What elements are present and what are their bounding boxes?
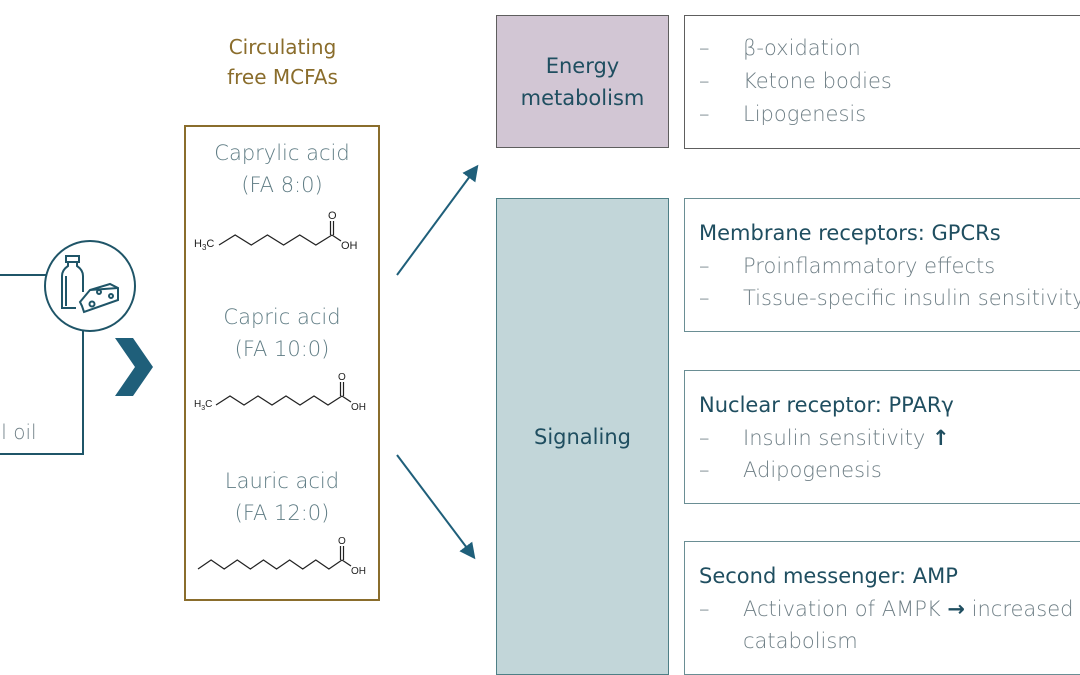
item-text: Tissue-specific insulin sensitivity xyxy=(743,286,1080,310)
energy-metabolism-box: Energy metabolism xyxy=(496,15,669,148)
svg-text:O: O xyxy=(338,372,346,383)
arrow-right-icon: → xyxy=(947,597,965,621)
dash: – xyxy=(699,36,710,60)
svg-text:OH: OH xyxy=(341,240,358,252)
acid-name: Caprylic acid xyxy=(214,141,350,165)
item-text: Proinflammatory effects xyxy=(743,254,996,278)
arrow-to-signaling xyxy=(396,454,476,560)
dash: – xyxy=(699,254,710,278)
svg-text:OH: OH xyxy=(351,566,366,577)
capric-acid-label: Capric acid (FA 10:0) xyxy=(186,301,378,365)
nuclear-receptor-box: Nuclear receptor: PPARγ – Insulin sensiti… xyxy=(684,370,1080,504)
energy-label-line2: metabolism xyxy=(520,85,645,110)
source-text-line2: el oil xyxy=(0,420,37,444)
item-text: Ketone bodies xyxy=(743,69,892,93)
detail-item: – Tissue-specific insulin sensitivity xyxy=(699,286,1080,310)
item-text: β-oxidation xyxy=(743,36,861,60)
acid-name: Lauric acid xyxy=(224,469,340,493)
detail-item: – β-oxidation xyxy=(699,36,861,60)
chevron-right-icon xyxy=(115,338,155,400)
item-text: Insulin sensitivity xyxy=(743,426,926,450)
signaling-label: Signaling xyxy=(534,424,631,449)
dash: – xyxy=(699,597,710,621)
detail-item: – Lipogenesis xyxy=(699,102,866,126)
detail-item: – Activation of AMPK → increased xyxy=(699,597,1073,621)
detail-item-continuation: catabolism xyxy=(743,629,858,653)
circulating-mcfas-title: Circulating free MCFAs xyxy=(185,32,380,92)
item-text: Adipogenesis xyxy=(743,458,882,482)
energy-label-line1: Energy xyxy=(545,53,620,78)
dash: – xyxy=(699,102,710,126)
svg-text:O: O xyxy=(338,536,346,547)
dash: – xyxy=(699,458,710,482)
dash: – xyxy=(699,286,710,310)
circulating-title-line2: free MCFAs xyxy=(227,65,338,89)
energy-details-box: – β-oxidation – Ketone bodies – Lipogenesis xyxy=(684,15,1080,149)
detail-item: – Insulin sensitivity ↑ xyxy=(699,426,950,450)
dash: – xyxy=(699,69,710,93)
arrow-to-energy xyxy=(396,164,479,276)
caprylic-acid-structure: H3C O OH xyxy=(194,210,358,252)
hydroxyl-bond xyxy=(341,395,352,403)
fatty-acids-box: Caprylic acid (FA 8:0) H3C O OH Capric a… xyxy=(184,125,380,601)
acid-name: Capric acid xyxy=(223,305,341,329)
milk-bottle-and-cheese-icon xyxy=(44,240,136,332)
item-text: Activation of AMPK xyxy=(743,597,941,621)
acid-notation: (FA 10:0) xyxy=(234,337,330,361)
detail-item: – Ketone bodies xyxy=(699,69,892,93)
second-messenger-title: Second messenger: AMP xyxy=(699,564,958,588)
membrane-receptors-title: Membrane receptors: GPCRs xyxy=(699,221,1001,245)
svg-text:H3C: H3C xyxy=(194,399,212,412)
svg-text:O: O xyxy=(328,210,337,222)
circulating-title-line1: Circulating xyxy=(228,35,337,59)
detail-item: – Adipogenesis xyxy=(699,458,882,482)
svg-text:OH: OH xyxy=(351,402,366,413)
item-text: Lipogenesis xyxy=(743,102,867,126)
pathway-arrows xyxy=(396,164,479,560)
svg-text:H3C: H3C xyxy=(194,238,214,252)
dash: – xyxy=(699,426,710,450)
item-text: increased xyxy=(971,597,1074,621)
lauric-acid-label: Lauric acid (FA 12:0) xyxy=(186,465,378,529)
hydroxyl-bond xyxy=(341,559,352,567)
acid-notation: (FA 8:0) xyxy=(241,173,323,197)
capric-acid-structure: H3C O OH xyxy=(194,372,366,413)
second-messenger-box: Second messenger: AMP – Activation of AMP… xyxy=(684,541,1080,675)
lauric-acid-structure: O OH xyxy=(197,536,366,577)
hydroxyl-bond xyxy=(331,234,342,242)
dietary-source-box: l el oil xyxy=(0,274,84,455)
detail-item: – Proinflammatory effects xyxy=(699,254,995,278)
nuclear-receptor-title: Nuclear receptor: PPARγ xyxy=(699,393,954,417)
acid-notation: (FA 12:0) xyxy=(234,501,330,525)
arrow-up-icon: ↑ xyxy=(932,426,950,450)
caprylic-acid-label: Caprylic acid (FA 8:0) xyxy=(186,137,378,201)
signaling-box: Signaling xyxy=(496,198,669,675)
membrane-receptors-box: Membrane receptors: GPCRs – Proinflammato… xyxy=(684,198,1080,332)
